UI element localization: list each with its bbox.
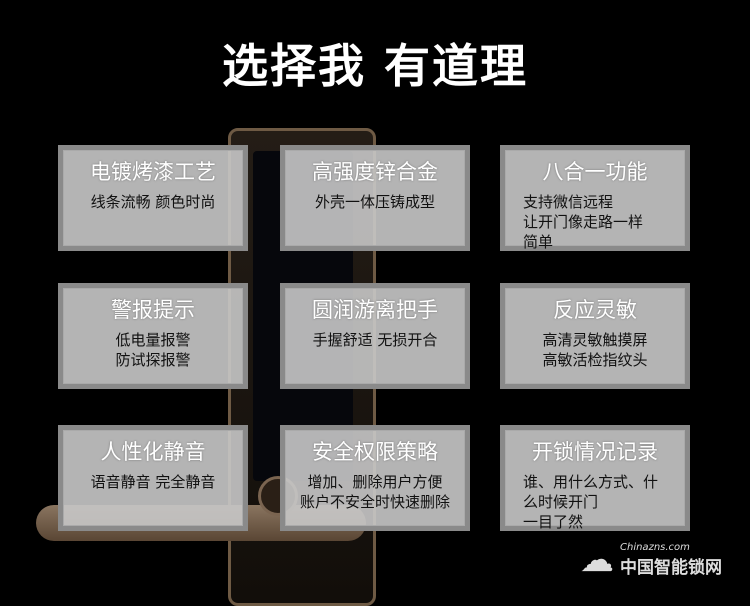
- feature-card: 八合一功能支持微信远程让开门像走路一样简单: [500, 145, 690, 251]
- description-line: 低电量报警: [115, 331, 191, 349]
- feature-title: 电镀烤漆工艺: [90, 160, 216, 184]
- feature-title: 高强度锌合金: [312, 160, 438, 184]
- feature-description: 增加、删除用户方便账户不安全时快速删除: [285, 472, 465, 512]
- watermark-en: Chinazns.com: [620, 542, 690, 553]
- feature-title: 开锁情况记录: [532, 440, 658, 464]
- feature-card: 安全权限策略增加、删除用户方便账户不安全时快速删除: [280, 425, 470, 531]
- description-line: 外壳一体压铸成型: [314, 193, 435, 211]
- description-line: 一目了然: [523, 513, 584, 531]
- feature-description: 外壳一体压铸成型: [285, 192, 465, 212]
- feature-description: 手握舒适 无损开合: [285, 330, 465, 350]
- description-line: 增加、删除用户方便: [307, 473, 443, 491]
- feature-title: 圆润游离把手: [312, 298, 438, 322]
- description-line: 语音静音 完全静音: [90, 473, 216, 491]
- watermark-logo: ☁ Chinazns.com 中国智能锁网: [580, 540, 722, 580]
- description-line: 支持微信远程: [523, 193, 614, 211]
- description-line: 账户不安全时快速删除: [299, 493, 450, 511]
- description-line: 简单: [523, 233, 554, 251]
- feature-card: 电镀烤漆工艺线条流畅 颜色时尚: [58, 145, 248, 251]
- feature-title: 警报提示: [111, 298, 195, 322]
- feature-card: 人性化静音语音静音 完全静音: [58, 425, 248, 531]
- feature-description: 线条流畅 颜色时尚: [63, 192, 243, 212]
- feature-description: 谁、用什么方式、什么时候开门一目了然: [505, 472, 685, 532]
- feature-card: 警报提示低电量报警防试探报警: [58, 283, 248, 389]
- feature-title: 安全权限策略: [312, 440, 438, 464]
- description-line: 线条流畅 颜色时尚: [90, 193, 216, 211]
- description-line: 么时候开门: [523, 493, 599, 511]
- feature-description: 高清灵敏触摸屏高敏活检指纹头: [505, 330, 685, 370]
- feature-card: 开锁情况记录谁、用什么方式、什么时候开门一目了然: [500, 425, 690, 531]
- description-line: 高清灵敏触摸屏: [542, 331, 648, 349]
- feature-title: 八合一功能: [542, 160, 648, 184]
- feature-title: 人性化静音: [100, 440, 206, 464]
- watermark-cn: 中国智能锁网: [620, 558, 722, 578]
- description-line: 让开门像走路一样: [523, 213, 644, 231]
- description-line: 谁、用什么方式、什: [523, 473, 659, 491]
- description-line: 手握舒适 无损开合: [312, 331, 438, 349]
- feature-title: 反应灵敏: [553, 298, 637, 322]
- description-line: 高敏活检指纹头: [542, 351, 648, 369]
- feature-card: 反应灵敏高清灵敏触摸屏高敏活检指纹头: [500, 283, 690, 389]
- feature-description: 语音静音 完全静音: [63, 472, 243, 492]
- feature-description: 低电量报警防试探报警: [63, 330, 243, 370]
- cloud-icon: ☁: [580, 540, 614, 580]
- feature-card: 圆润游离把手手握舒适 无损开合: [280, 283, 470, 389]
- headline: 选择我 有道理: [221, 39, 528, 93]
- feature-description: 支持微信远程让开门像走路一样简单: [505, 192, 685, 252]
- description-line: 防试探报警: [115, 351, 191, 369]
- feature-card: 高强度锌合金外壳一体压铸成型: [280, 145, 470, 251]
